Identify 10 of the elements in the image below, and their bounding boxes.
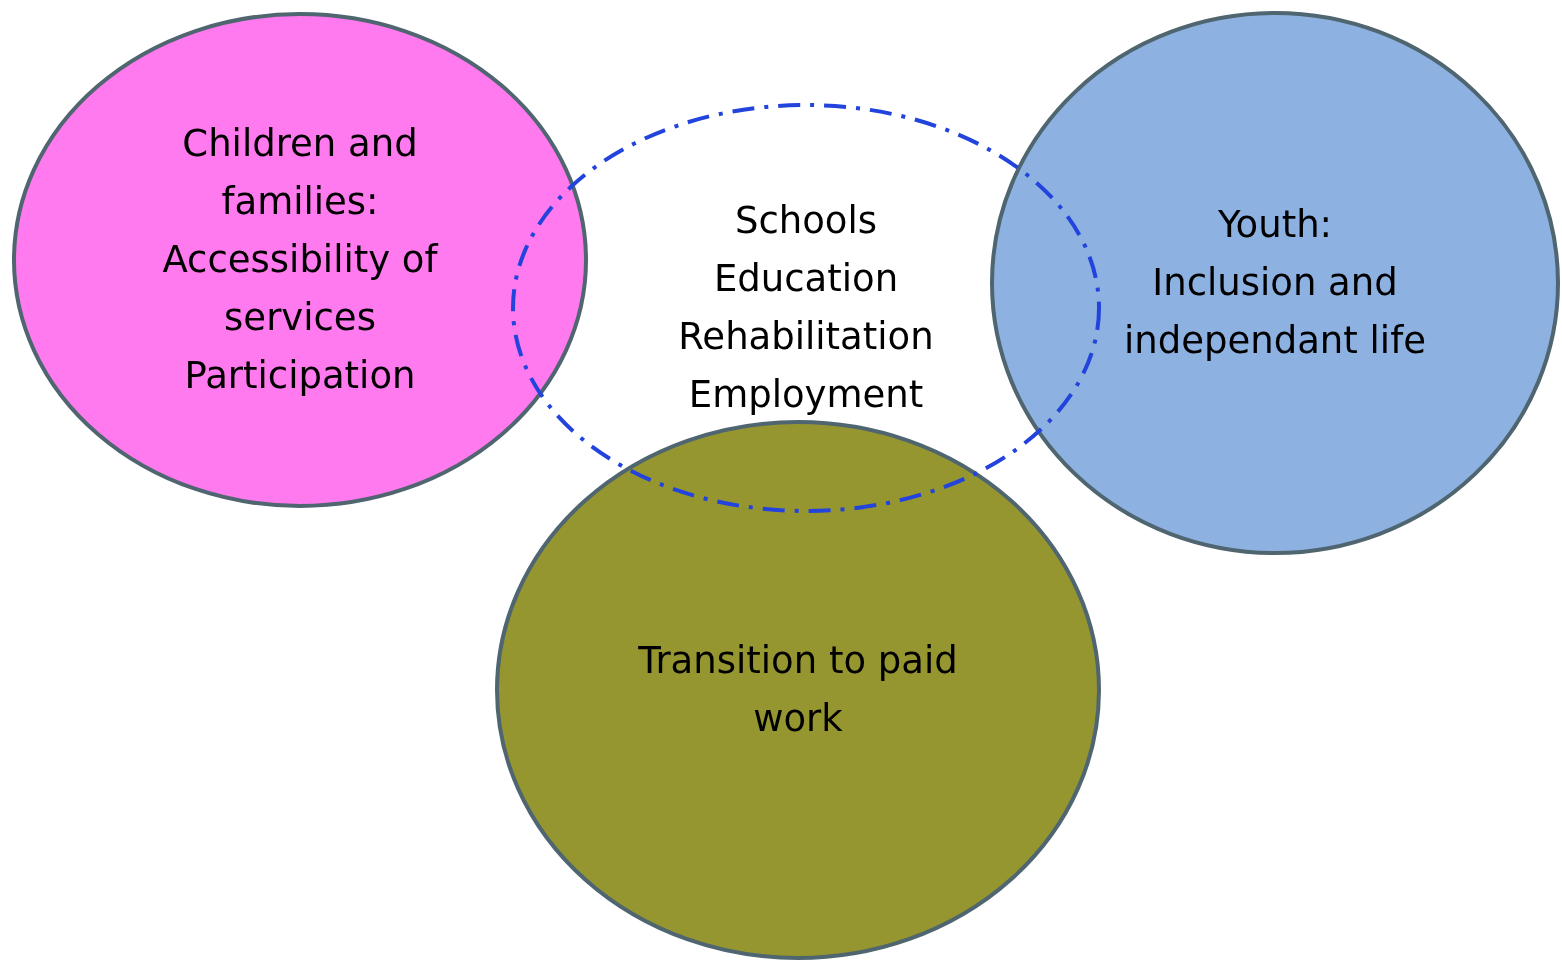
list-item: Schools xyxy=(734,198,878,244)
list-item: Rehabilitation xyxy=(678,314,934,360)
heading-text: Youth: xyxy=(1217,202,1333,248)
list-item: Employment xyxy=(688,372,924,418)
heading-text: Children and families: xyxy=(181,121,419,225)
body-text: Accessibility of services xyxy=(161,237,440,341)
body-text: Transition to paid work xyxy=(638,638,958,742)
body-text: Participation xyxy=(184,353,416,399)
list-item: Education xyxy=(713,256,899,302)
body-text: Inclusion and independant life xyxy=(1123,260,1427,364)
